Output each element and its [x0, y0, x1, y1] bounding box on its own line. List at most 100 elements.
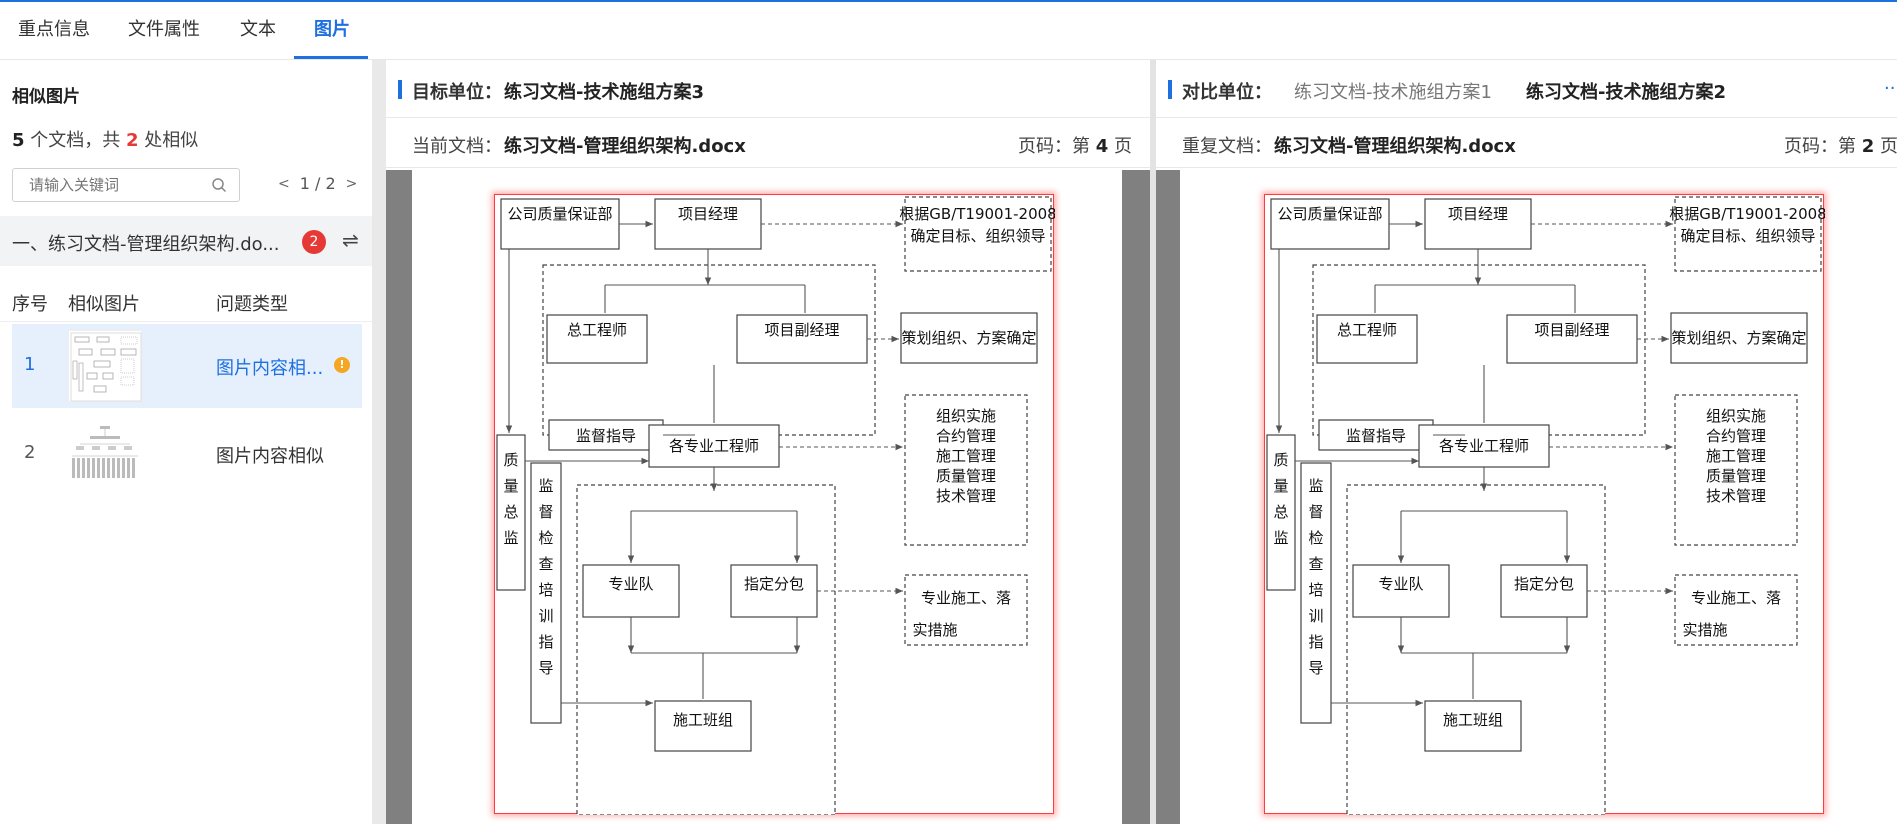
chief-engineer-label: 总工程师	[1337, 321, 1397, 339]
inspect-label: 指	[1308, 633, 1323, 651]
search-input[interactable]	[29, 175, 209, 195]
inspect-label: 检	[1308, 529, 1323, 547]
page-number: 页码：第 4 页	[1018, 132, 1132, 158]
inspect-label: 训	[538, 607, 553, 625]
chief-engineer-box	[546, 314, 648, 364]
table-row[interactable]: 2	[12, 412, 362, 496]
impl-label-4: 质量管理	[936, 467, 996, 485]
compare-document-pane: 对比单位： 练习文档-技术施组方案1 练习文档-技术施组方案2 ··· 重复文档…	[1156, 60, 1897, 824]
crew-box	[654, 700, 752, 752]
tab-file-properties[interactable]: 文件属性	[128, 19, 200, 40]
measures-label-1: 专业施工、落	[921, 589, 1011, 607]
plan-label: 策划组织、方案确定	[1671, 329, 1806, 347]
qa-dept-box	[1270, 198, 1390, 250]
compare-unit-name[interactable]: 练习文档-技术施组方案2	[1526, 82, 1726, 103]
similar-images-panel: 相似图片 5 个文档，共 2 处相似 < 1 / 2 > 一、练习文档-管理组织…	[0, 60, 372, 824]
more-units-button[interactable]: ···	[1884, 78, 1897, 99]
quality-chief-label: 量	[1273, 477, 1288, 495]
chief-engineer-box	[1316, 314, 1418, 364]
inspect-box	[1300, 462, 1332, 724]
prof-eng-label: 各专业工程师	[669, 437, 759, 455]
document-group-header[interactable]: 一、练习文档-管理组织架构.do... 2 ⇌	[0, 216, 372, 266]
pm-label: 项目经理	[678, 205, 738, 223]
impl-label-1: 组织实施	[936, 407, 996, 425]
deputy-pm-label: 项目副经理	[1534, 321, 1609, 339]
page-indicator: 1 / 2	[299, 174, 336, 193]
impl-label-5: 技术管理	[936, 487, 996, 505]
quality-chief-label: 总	[503, 503, 518, 521]
doc-count: 5	[12, 130, 25, 151]
team-box	[582, 564, 680, 618]
tab-images[interactable]: 图片	[314, 19, 350, 40]
prof-eng-label: 各专业工程师	[1439, 437, 1529, 455]
tab-text[interactable]: 文本	[240, 19, 276, 40]
org-chart-diagram: 公司质量保证部项目经理根据GB/T19001-2008确定目标、组织领导总工程师…	[1266, 196, 1825, 815]
supervise-label: 监督指导	[1346, 427, 1406, 445]
compare-unit-header: 对比单位： 练习文档-技术施组方案1 练习文档-技术施组方案2 ···	[1156, 60, 1897, 118]
inspect-label: 训	[1308, 607, 1323, 625]
measures-box	[904, 574, 1028, 646]
issue-type: 图片内容相...	[216, 358, 324, 379]
inspect-label: 查	[1308, 555, 1323, 573]
qa-dept-label: 公司质量保证部	[507, 205, 612, 223]
image-thumbnail[interactable]	[68, 330, 142, 402]
gb-box	[1674, 196, 1822, 272]
deputy-pm-label: 项目副经理	[764, 321, 839, 339]
tab-key-info[interactable]: 重点信息	[18, 19, 90, 40]
active-tab-indicator	[294, 56, 368, 59]
inspect-label: 指	[538, 633, 553, 651]
image-thumbnail[interactable]	[68, 418, 142, 490]
supervise-box	[548, 419, 664, 451]
target-unit-name: 练习文档-技术施组方案3	[504, 82, 704, 103]
impl-label-2: 合约管理	[936, 427, 996, 445]
dashed-frame	[576, 484, 836, 815]
duplicate-doc-name[interactable]: 练习文档-管理组织架构.docx	[1274, 136, 1516, 157]
next-page-button[interactable]: >	[345, 175, 358, 192]
page-prefix: 页码：第	[1018, 136, 1090, 157]
similar-count: 2	[126, 130, 139, 151]
swap-icon[interactable]: ⇌	[342, 228, 359, 252]
gb-label-1: 根据GB/T19001-2008	[1669, 205, 1825, 223]
table-row[interactable]: 1 图片内容相... !	[12, 324, 362, 408]
search-box	[12, 168, 240, 202]
search-icon[interactable]	[211, 177, 227, 193]
accent-bar	[1168, 80, 1172, 99]
gb-label-2: 确定目标、组织领导	[1680, 227, 1815, 245]
target-doc-row: 当前文档： 练习文档-管理组织架构.docx 页码：第 4 页	[386, 118, 1150, 168]
deputy-pm-box	[736, 314, 868, 364]
column-header-index: 序号	[12, 294, 48, 315]
compare-unit-option[interactable]: 练习文档-技术施组方案1	[1294, 82, 1492, 103]
issue-type: 图片内容相似	[216, 446, 324, 467]
pane-divider	[1150, 60, 1156, 824]
row-index: 2	[24, 442, 36, 463]
row-index: 1	[24, 354, 36, 375]
team-label: 专业队	[1378, 575, 1423, 593]
impl-box	[1674, 394, 1798, 546]
prev-page-button[interactable]: <	[278, 175, 290, 192]
sub-label: 指定分包	[1514, 575, 1574, 593]
page-suffix: 页	[1880, 136, 1897, 157]
quality-chief-box	[496, 434, 526, 591]
panel-splitter[interactable]	[372, 60, 386, 824]
supervise-box	[1318, 419, 1434, 451]
pm-box	[1424, 198, 1532, 250]
chief-engineer-label: 总工程师	[567, 321, 627, 339]
warning-icon: !	[334, 357, 350, 373]
impl-label-1: 组织实施	[1706, 407, 1766, 425]
measures-label-1: 专业施工、落	[1691, 589, 1781, 607]
plan-box	[900, 312, 1038, 364]
target-unit-label: 目标单位：	[412, 82, 502, 103]
crew-label: 施工班组	[673, 711, 733, 729]
crew-label: 施工班组	[1443, 711, 1503, 729]
measures-box	[1674, 574, 1798, 646]
team-label: 专业队	[608, 575, 653, 593]
current-doc-name[interactable]: 练习文档-管理组织架构.docx	[504, 136, 746, 157]
page-suffix: 页	[1114, 136, 1132, 157]
measures-label-2: 实措施	[912, 621, 957, 639]
gb-label-1: 根据GB/T19001-2008	[899, 205, 1055, 223]
